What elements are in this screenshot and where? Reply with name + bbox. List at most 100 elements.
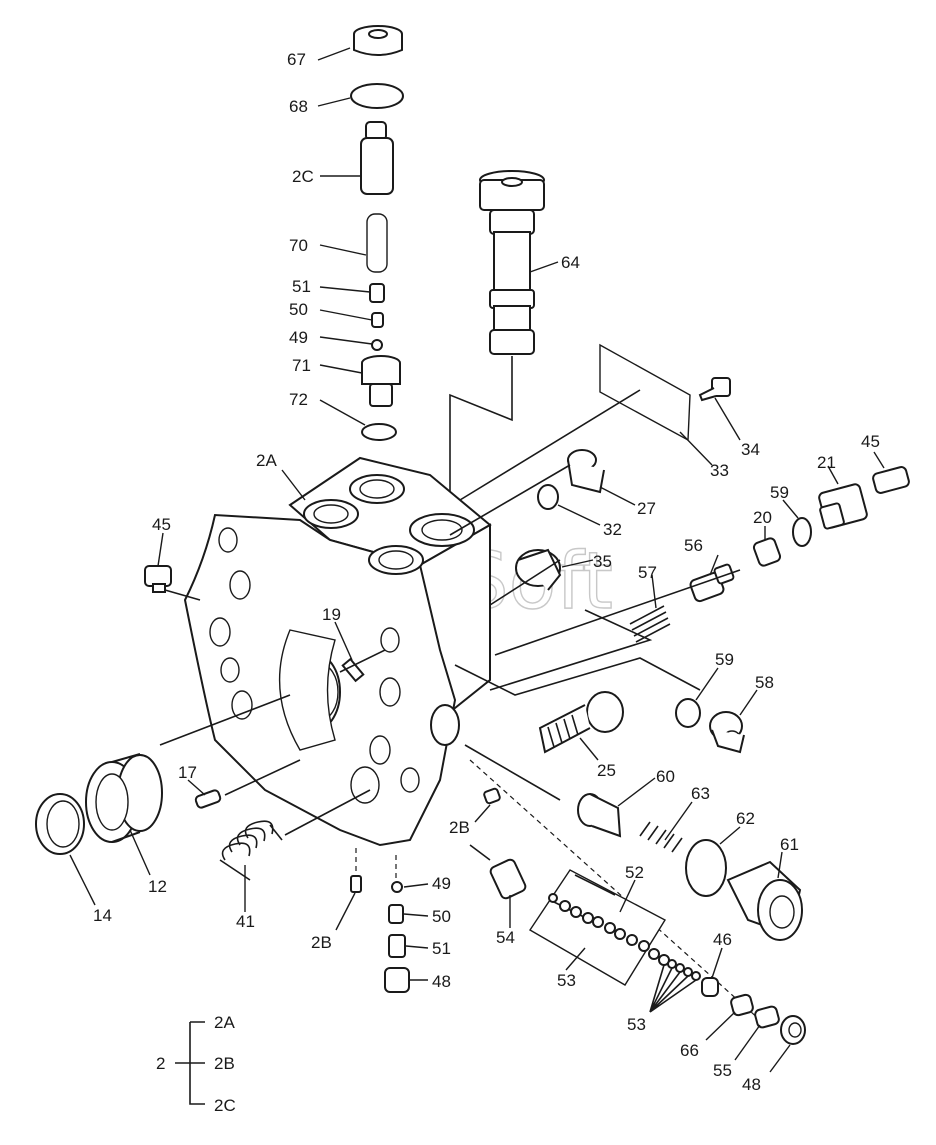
leader-62 xyxy=(719,826,741,845)
leader-56 xyxy=(709,554,719,576)
leader-21 xyxy=(827,465,839,485)
leader-60 xyxy=(617,777,656,807)
leader-33 xyxy=(679,431,713,466)
leader-72 xyxy=(319,399,366,426)
leader-35 xyxy=(561,559,594,568)
part-45-plug-left xyxy=(144,565,172,593)
part-59-oring-mid xyxy=(675,698,701,728)
label-61: 61 xyxy=(780,835,799,854)
label-14: 14 xyxy=(93,906,112,925)
label-48-right: 48 xyxy=(742,1075,761,1094)
axis-45-left xyxy=(164,589,201,601)
axis-33 xyxy=(459,389,641,501)
label-49-bottom: 49 xyxy=(432,874,451,893)
part-48-cap-bottom xyxy=(384,967,410,993)
part-62-oring xyxy=(685,839,727,897)
leader-53-fan xyxy=(649,964,697,1013)
label-21: 21 xyxy=(817,453,836,472)
leader-63 xyxy=(664,801,693,841)
axis-41 xyxy=(284,789,371,836)
leader-51-top xyxy=(319,286,371,293)
leader-49-top xyxy=(319,336,373,345)
part-59-oring-top xyxy=(792,517,812,547)
part-41-spring xyxy=(219,820,283,881)
leader-45-left xyxy=(157,532,164,567)
leader-49-bottom xyxy=(403,883,429,888)
leader-59-mid xyxy=(695,667,719,701)
leader-34 xyxy=(714,397,741,441)
label-50-top: 50 xyxy=(289,300,308,319)
leader-58 xyxy=(739,689,758,716)
label-45-left: 45 xyxy=(152,515,171,534)
part-17-pin xyxy=(194,789,222,809)
axis-35 xyxy=(489,559,653,691)
label-51-bottom: 51 xyxy=(432,939,451,958)
part-56-fitting xyxy=(689,563,735,603)
part-33-plate xyxy=(599,343,691,442)
part-12-bearing xyxy=(85,753,163,843)
label-57: 57 xyxy=(638,563,657,582)
label-51-top: 51 xyxy=(292,277,311,296)
part-32-oring xyxy=(537,484,559,510)
label-62: 62 xyxy=(736,809,755,828)
label-19: 19 xyxy=(322,605,341,624)
label-2a: 2A xyxy=(256,451,277,470)
label-27: 27 xyxy=(637,499,656,518)
assembly-legend: 2 2A 2B 2C xyxy=(156,1013,236,1115)
part-71-seat xyxy=(361,355,401,407)
part-60-sleeve xyxy=(577,793,622,838)
label-48-bottom: 48 xyxy=(432,972,451,991)
axis-19 xyxy=(339,649,386,673)
part-53-shim-group xyxy=(529,869,701,986)
label-52: 52 xyxy=(625,863,644,882)
part-50-spring-top xyxy=(371,312,384,328)
label-2c-top: 2C xyxy=(292,167,314,186)
label-70: 70 xyxy=(289,236,308,255)
label-72: 72 xyxy=(289,390,308,409)
leader-53-a xyxy=(565,947,586,971)
leader-50-top xyxy=(319,309,373,321)
leader-2b-mid xyxy=(474,804,491,823)
leader-46 xyxy=(711,947,723,979)
leader-66 xyxy=(705,1011,736,1041)
label-12: 12 xyxy=(148,877,167,896)
label-2b-mid: 2B xyxy=(449,818,470,837)
label-45-right: 45 xyxy=(861,432,880,451)
legend-child-2c: 2C xyxy=(214,1096,236,1115)
part-63-spring xyxy=(639,821,683,853)
part-64-valve xyxy=(479,170,545,355)
part-70-spring xyxy=(366,213,388,273)
leader-27 xyxy=(599,486,636,506)
part-2b-bottom xyxy=(350,875,362,893)
label-17: 17 xyxy=(178,763,197,782)
part-66-sleeve xyxy=(730,993,754,1017)
label-59-mid: 59 xyxy=(715,650,734,669)
part-72-oring xyxy=(361,423,397,441)
leader-14 xyxy=(69,854,96,906)
label-2b-bottom: 2B xyxy=(311,933,332,952)
axis-54 xyxy=(469,844,491,861)
label-41: 41 xyxy=(236,912,255,931)
legend-child-2a: 2A xyxy=(214,1013,235,1032)
part-2c-spool xyxy=(360,121,394,195)
leader-67 xyxy=(317,47,351,61)
part-49-ball-top xyxy=(371,339,383,351)
part-50-spring-bottom xyxy=(388,904,404,924)
part-46-spacer xyxy=(701,977,719,997)
axis-60 xyxy=(464,744,561,801)
label-59-top: 59 xyxy=(770,483,789,502)
label-20: 20 xyxy=(753,508,772,527)
part-51-plug-bottom xyxy=(388,934,406,958)
leader-25 xyxy=(579,737,599,761)
leader-64 xyxy=(529,261,559,273)
part-2b-mid xyxy=(483,787,501,805)
leader-70 xyxy=(319,244,367,256)
label-54: 54 xyxy=(496,928,515,947)
part-45-plug-right xyxy=(872,466,910,494)
label-32: 32 xyxy=(603,520,622,539)
axis-56 xyxy=(494,569,741,656)
leader-68 xyxy=(317,97,351,107)
part-27-plug xyxy=(567,449,605,494)
label-56: 56 xyxy=(684,536,703,555)
part-14-ring xyxy=(35,793,85,855)
